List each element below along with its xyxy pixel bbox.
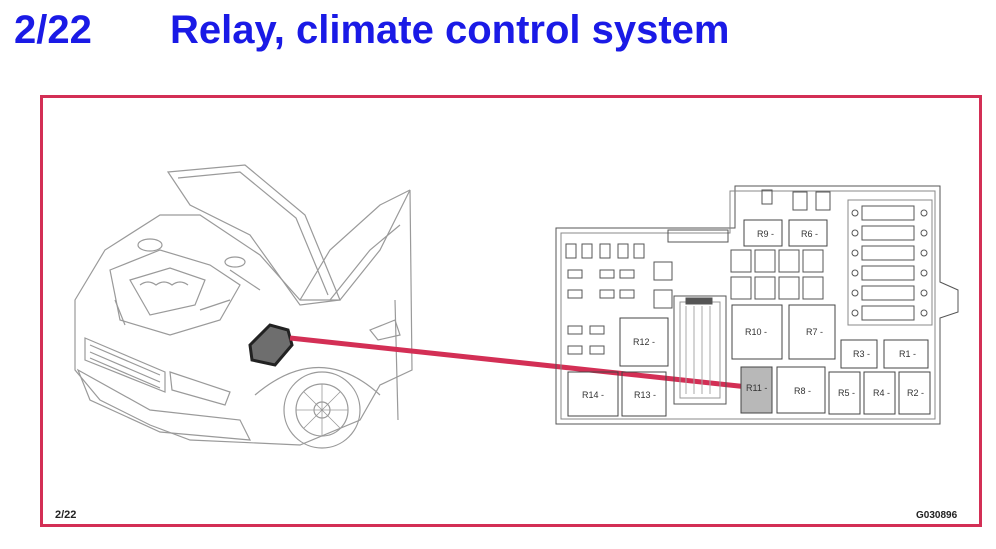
footer-page-ref: 2/22 xyxy=(55,509,77,521)
relay-label-r13: R13 - xyxy=(634,390,656,400)
figure-code: G030896 xyxy=(916,510,958,521)
diagram-frame xyxy=(40,95,982,527)
page-number: 2/22 xyxy=(14,8,92,52)
car-illustration xyxy=(74,164,413,449)
relay-label-r5: R5 - xyxy=(838,388,855,398)
relay-box-on-car xyxy=(248,323,294,367)
relay-label-r10: R10 - xyxy=(745,327,767,337)
pointer-line xyxy=(289,335,749,390)
relay-blocks xyxy=(567,219,931,417)
relay-label-r2: R2 - xyxy=(907,388,924,398)
relay-label-r4: R4 - xyxy=(873,388,890,398)
relay-label-r14: R14 - xyxy=(582,390,604,400)
relay-label-r8: R8 - xyxy=(794,386,811,396)
relay-label-r9: R9 - xyxy=(757,229,774,239)
relay-label-r7: R7 - xyxy=(806,327,823,337)
relay-box-layout xyxy=(555,185,959,425)
relay-r11-highlight xyxy=(740,366,773,414)
page-title: Relay, climate control system xyxy=(170,8,730,52)
relay-label-r12: R12 - xyxy=(633,337,655,347)
relay-label-r11: R11 - xyxy=(746,383,767,393)
relay-label-r1: R1 - xyxy=(899,349,916,359)
relay-label-r3: R3 - xyxy=(853,349,870,359)
relay-label-r6: R6 - xyxy=(801,229,818,239)
